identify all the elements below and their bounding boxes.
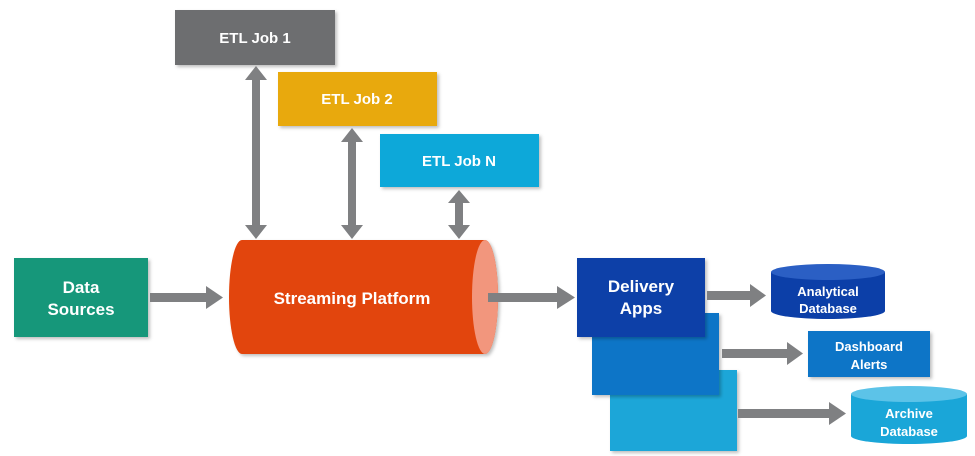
etl-job-2-arrow (341, 128, 363, 239)
etl-job-1-label: ETL Job 1 (219, 30, 290, 47)
delivery-apps-box: Delivery Apps (577, 258, 705, 337)
delivery-apps-line2: Apps (620, 299, 663, 318)
delivery-to-archive-arrow (738, 402, 846, 425)
dashboard-alerts-line2: Alerts (851, 357, 888, 372)
data-sources-box: Data Sources (14, 258, 148, 337)
dashboard-alerts-line1: Dashboard (835, 339, 903, 354)
etl-job-1-box: ETL Job 1 (175, 10, 335, 65)
etl-job-n-arrow (448, 190, 470, 239)
data-sources-line1: Data (63, 278, 100, 297)
delivery-to-dashboard-arrow (722, 342, 803, 365)
etl-job-2-label: ETL Job 2 (321, 91, 392, 108)
archive-database-line2: Database (880, 424, 938, 439)
streaming-platform-label: Streaming Platform (274, 289, 431, 308)
sources-to-platform-arrow (150, 286, 223, 309)
analytical-database-line1: Analytical (797, 284, 858, 299)
dashboard-alerts-box: Dashboard Alerts (808, 331, 930, 377)
etl-job-2-box: ETL Job 2 (278, 72, 437, 126)
delivery-apps-line1: Delivery (608, 277, 675, 296)
etl-job-n-label: ETL Job N (422, 153, 496, 170)
analytical-database-cylinder: Analytical Database (771, 264, 885, 319)
platform-to-delivery-arrow (488, 286, 575, 309)
data-sources-line2: Sources (47, 300, 114, 319)
etl-job-1-arrow (245, 66, 267, 239)
etl-job-n-box: ETL Job N (380, 134, 539, 187)
archive-database-cylinder: Archive Database (851, 386, 967, 444)
delivery-to-analytical-arrow (707, 284, 766, 307)
archive-database-line1: Archive (885, 406, 933, 421)
streaming-platform-cylinder: Streaming Platform (229, 240, 498, 354)
analytical-database-line2: Database (799, 301, 857, 316)
